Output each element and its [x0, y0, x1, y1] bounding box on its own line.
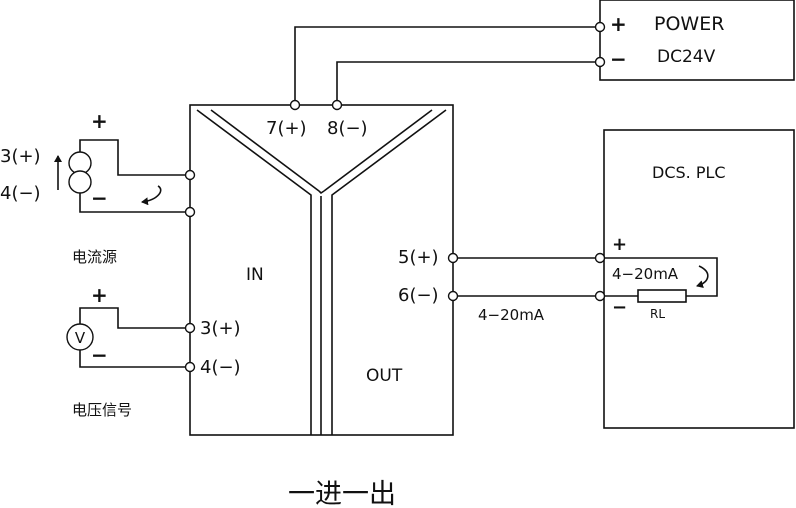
power-minus-sign: −	[610, 47, 627, 71]
footer-caption: 一进一出	[288, 479, 396, 508]
voltmeter-symbol: V	[75, 329, 86, 347]
current-source-plus-pin: 3(+)	[0, 146, 41, 167]
dcs-minus-terminal	[594, 290, 606, 302]
dcs-plus-sign: +	[612, 234, 627, 255]
terminal-5	[447, 252, 459, 264]
in-label: IN	[246, 265, 264, 285]
current-source-minus-sign: −	[91, 186, 108, 210]
voltage-plus-sign: +	[91, 283, 108, 307]
dcs-title: DCS. PLC	[652, 163, 726, 182]
input-minus-label: 4(−)	[200, 357, 241, 378]
current-source-plus-sign: +	[91, 109, 108, 133]
current-loop-arrow-icon	[141, 185, 162, 206]
power-minus-terminal	[594, 56, 606, 68]
supply-plus-wire	[294, 26, 596, 100]
power-plus-terminal	[594, 21, 606, 33]
voltage-signal-caption: 电压信号	[72, 401, 132, 419]
load-resistor-icon	[637, 289, 687, 303]
supply-minus-wire	[336, 61, 596, 100]
dcs-plus-terminal	[594, 252, 606, 264]
out-label: OUT	[366, 366, 403, 386]
terminal-7	[289, 99, 301, 111]
voltage-minus-sign: −	[91, 343, 108, 367]
voltage-in-plus-terminal	[184, 322, 196, 334]
output-signal-label: 4−20mA	[478, 306, 545, 324]
terminal-8	[331, 99, 343, 111]
power-title: POWER	[654, 13, 724, 35]
current-in-plus-terminal	[184, 169, 196, 181]
power-supply-box: POWER DC24V + −	[599, 0, 795, 81]
terminal-7-label: 7(+)	[266, 118, 307, 139]
terminal-6-label: 6(−)	[398, 285, 439, 306]
voltage-in-minus-terminal	[184, 361, 196, 373]
power-voltage: DC24V	[657, 47, 716, 67]
dcs-loop-label: 4−20mA	[612, 265, 679, 283]
current-in-minus-terminal	[184, 206, 196, 218]
terminal-6	[447, 290, 459, 302]
current-source-caption: 电流源	[72, 248, 117, 266]
loop-direction-arrow-icon	[696, 265, 709, 289]
dcs-plc-box: DCS. PLC + − 4−20mA RL	[603, 129, 795, 429]
power-plus-sign: +	[610, 12, 627, 36]
current-source-minus-pin: 4(−)	[0, 183, 41, 204]
resistor-label: RL	[650, 307, 665, 321]
terminal-5-label: 5(+)	[398, 247, 439, 268]
current-source: 3(+) 4(−) + − 电流源	[0, 109, 186, 266]
voltage-signal-source: + − V 电压信号	[66, 283, 186, 419]
dcs-minus-sign: −	[612, 297, 627, 318]
terminal-8-label: 8(−)	[327, 118, 368, 139]
input-plus-label: 3(+)	[200, 318, 241, 339]
isolator-module: IN OUT	[189, 104, 454, 436]
